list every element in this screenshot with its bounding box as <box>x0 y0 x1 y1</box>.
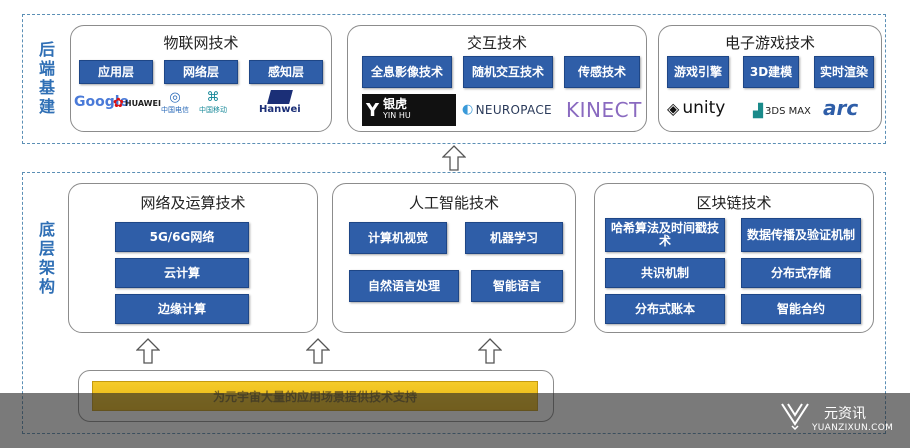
blockchain-group: 区块链技术 哈希算法及时间戳技术 数据传播及验证机制 共识机制 分布式存储 分布… <box>594 183 874 333</box>
realtime-rendering-box: 实时渲染 <box>814 56 874 88</box>
computer-vision-box: 计算机视觉 <box>349 222 447 254</box>
ai-group: 人工智能技术 计算机视觉 机器学习 自然语言处理 智能语言 <box>332 183 576 333</box>
huawei-logo: ✿ HUAWEI <box>113 96 161 111</box>
huawei-logo-text: HUAWEI <box>124 99 161 108</box>
yinhu-logo: Y 银虎 YIN HU <box>362 94 456 126</box>
china-telecom-logo-text: 中国电信 <box>161 106 189 114</box>
network-computing-group: 网络及运算技术 5G/6G网络 云计算 边缘计算 <box>68 183 318 333</box>
iot-group: 物联网技术 应用层 网络层 感知层 Google ✿ HUAWEI ◎ 中国电信… <box>70 25 332 132</box>
smart-contract-box: 智能合约 <box>741 294 861 324</box>
china-mobile-logo: ⌘ 中国移动 <box>199 90 227 114</box>
china-telecom-logo: ◎ 中国电信 <box>161 90 189 114</box>
ai-title: 人工智能技术 <box>408 194 499 212</box>
network-computing-title: 网络及运算技术 <box>140 194 246 212</box>
neuropace-logo: ◐ NEUROPACE <box>462 102 552 117</box>
game-engine-box: 游戏引擎 <box>667 56 729 88</box>
5g-6g-network-box: 5G/6G网络 <box>115 222 249 252</box>
yinhu-logo-cn: 银虎 <box>383 97 408 111</box>
cloud-computing-box: 云计算 <box>115 258 249 288</box>
google-logo-text: Google <box>74 94 130 110</box>
blockchain-title: 区块链技术 <box>696 194 772 212</box>
3dsmax-logo-text: 3DS MAX <box>765 106 811 117</box>
up-arrow-icon <box>442 145 466 171</box>
random-interaction-box: 随机交互技术 <box>463 56 553 88</box>
interaction-group: 交互技术 全息影像技术 随机交互技术 传感技术 Y 银虎 YIN HU ◐ NE… <box>347 25 647 132</box>
backend-infrastructure-label: 后端基建 <box>38 40 55 116</box>
smart-language-box: 智能语言 <box>471 270 563 302</box>
nlp-box: 自然语言处理 <box>349 270 459 302</box>
iot-layer-network: 网络层 <box>164 60 238 84</box>
up-arrow-icon <box>136 338 160 364</box>
consensus-box: 共识机制 <box>605 258 725 288</box>
watermark-url: YUANZIXUN.COM <box>812 423 894 433</box>
yinhu-logo-en: YIN HU <box>383 111 411 120</box>
data-propagation-box: 数据传播及验证机制 <box>741 218 861 252</box>
watermark-name: 元资讯 <box>824 406 866 422</box>
distributed-ledger-box: 分布式账本 <box>605 294 725 324</box>
up-arrow-icon <box>306 338 330 364</box>
edge-computing-box: 边缘计算 <box>115 294 249 324</box>
bottom-architecture-label: 底层架构 <box>38 220 55 296</box>
gaming-group: 电子游戏技术 游戏引擎 3D建模 实时渲染 ◈ unity ▟ 3DS MAX … <box>658 25 882 132</box>
china-mobile-logo-text: 中国移动 <box>199 106 227 114</box>
iot-title: 物联网技术 <box>163 34 239 52</box>
distributed-storage-box: 分布式存储 <box>741 258 861 288</box>
machine-learning-box: 机器学习 <box>465 222 563 254</box>
interaction-title: 交互技术 <box>466 34 527 52</box>
sensing-tech-box: 传感技术 <box>564 56 640 88</box>
3dsmax-logo: ▟ 3DS MAX <box>753 104 811 119</box>
backend-infrastructure-frame <box>22 14 886 144</box>
hash-timestamp-box: 哈希算法及时间戳技术 <box>605 218 725 252</box>
unity-logo: ◈ unity <box>667 98 726 118</box>
hanwei-logo-text: Hanwei <box>259 104 301 115</box>
up-arrow-icon <box>478 338 502 364</box>
google-logo: Google <box>74 94 129 110</box>
kinect-logo: KINECT <box>566 98 642 122</box>
arc-logo: arc <box>823 96 858 120</box>
arc-logo-text: arc <box>823 96 859 120</box>
gaming-title: 电子游戏技术 <box>724 34 815 52</box>
holographic-imaging-box: 全息影像技术 <box>362 56 452 88</box>
unity-logo-text: unity <box>682 98 726 118</box>
iot-layer-application: 应用层 <box>79 60 153 84</box>
hanwei-logo: Hanwei <box>259 90 301 115</box>
watermark-band <box>0 393 910 448</box>
yuanzixun-logo-icon <box>781 403 809 430</box>
kinect-logo-text: KINECT <box>566 98 642 122</box>
3d-modeling-box: 3D建模 <box>743 56 799 88</box>
iot-layer-perception: 感知层 <box>249 60 323 84</box>
neuropace-logo-text: NEUROPACE <box>475 102 552 117</box>
